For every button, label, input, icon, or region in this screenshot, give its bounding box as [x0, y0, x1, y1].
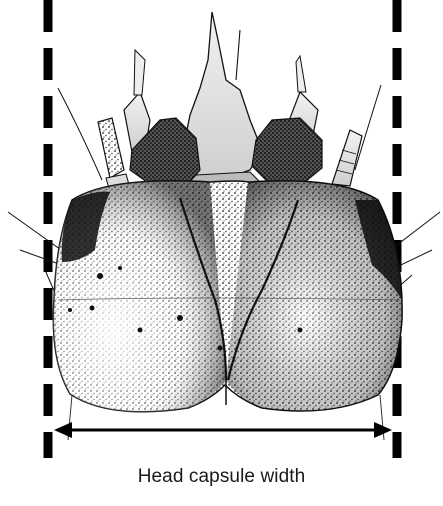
- head-capsule: [53, 181, 402, 412]
- measurement-arrow: [54, 422, 392, 438]
- caption-label: Head capsule width: [0, 466, 443, 488]
